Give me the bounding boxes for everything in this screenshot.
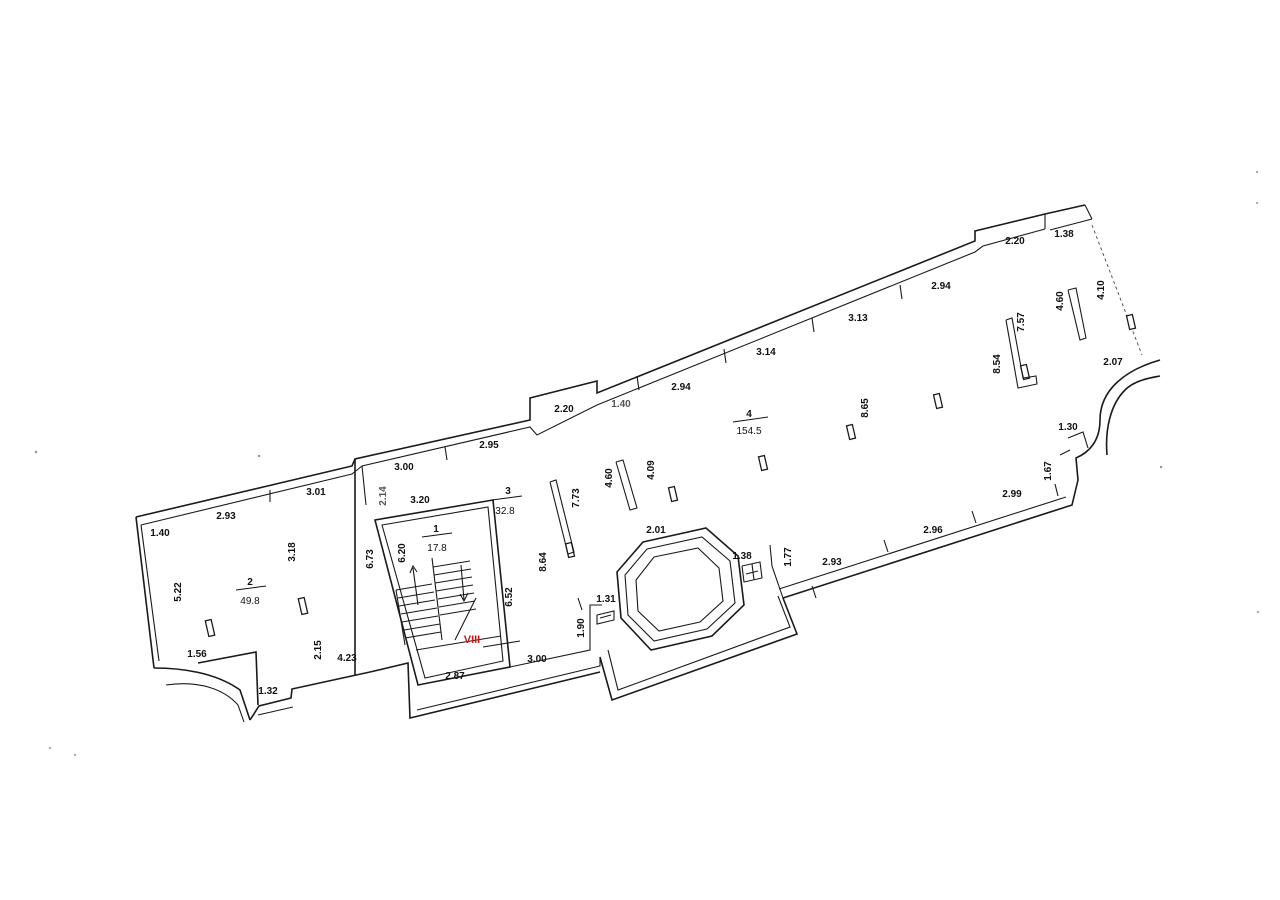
dimension-label: 4.09	[646, 460, 657, 480]
dimension-label: 4.60	[1055, 291, 1066, 311]
dimension-label: 4.10	[1096, 280, 1107, 300]
pillar	[204, 618, 216, 638]
dimension-label: 3.18	[287, 542, 298, 562]
dimension-label: 1.40	[150, 528, 170, 539]
room-area: 17.8	[427, 543, 447, 554]
dimension-label: 1.67	[1043, 461, 1054, 481]
dimension-label: 1.56	[187, 649, 207, 660]
dimensions-room3: 3.00 2.14 2.95 6.52 8.64 7.73 3.00 1.90 …	[378, 440, 616, 665]
dimension-label: 2.14	[378, 486, 389, 506]
dimension-label: 6.73	[365, 549, 376, 569]
dimension-label: 1.30	[1058, 422, 1078, 433]
scan-specks	[34, 171, 1259, 756]
octagon-column	[616, 527, 745, 651]
dimension-label: 8.64	[538, 552, 549, 572]
pillar	[297, 596, 309, 616]
dimensions-room4-inner: 4.60 4.09 8.65 8.54 7.57 4.60 4.10	[604, 280, 1107, 488]
room-label-1: 1 17.8	[421, 524, 453, 554]
dimension-label: 2.07	[1103, 357, 1123, 368]
dimension-label: 2.96	[923, 525, 943, 536]
pillar	[667, 485, 679, 503]
room-area: 49.8	[240, 596, 260, 607]
pillars	[204, 287, 1137, 638]
dimension-label: 1.31	[596, 594, 616, 605]
dimension-label: 3.01	[306, 487, 326, 498]
dimensions-room4-bottom: 2.01 1.38 1.77 2.93 2.96 2.99 1.67 1.30 …	[646, 357, 1123, 568]
dimension-label: 2.93	[216, 511, 236, 522]
room-number: 3	[505, 486, 511, 497]
dimension-label: 8.65	[860, 398, 871, 418]
room-number: 1	[433, 524, 439, 535]
dimension-label: 2.15	[313, 640, 324, 660]
dimension-label: 2.99	[1002, 489, 1022, 500]
dimension-label: 2.20	[1005, 236, 1025, 247]
dimension-label: 5.22	[173, 582, 184, 602]
dimension-label: 2.94	[931, 281, 951, 292]
pillar	[932, 392, 944, 410]
dimension-label: 8.54	[992, 354, 1003, 374]
dimension-label: 2.01	[646, 525, 666, 536]
pillar	[1125, 313, 1137, 331]
dimensions-room2: 1.40 2.93 3.01 5.22 3.18 1.56 2.15 4.23 …	[150, 487, 376, 697]
dimension-label: 4.23	[337, 653, 357, 664]
dimension-label: 4.60	[604, 468, 615, 488]
pillar	[757, 454, 769, 472]
room-label-3: 3 32.8	[491, 486, 523, 517]
dimension-label: 6.20	[397, 543, 408, 563]
dimension-label: 1.38	[1054, 229, 1074, 240]
dimension-label: 7.57	[1016, 312, 1027, 332]
dimension-label: 2.94	[671, 382, 691, 393]
dimension-label: 3.00	[527, 654, 547, 665]
room-area: 32.8	[495, 506, 515, 517]
dimension-label: 2.93	[822, 557, 842, 568]
room-label-4: 4 154.5	[732, 409, 769, 437]
dimensions-room4-top: 2.20 1.40 2.94 3.14 3.13 2.94 2.20 1.38	[554, 229, 1074, 415]
room-number: 2	[247, 577, 253, 588]
dimension-label: 1.77	[783, 547, 794, 567]
dimension-label: 1.38	[732, 551, 752, 562]
partitions	[354, 459, 784, 686]
dimension-label: 2.20	[554, 404, 574, 415]
dimension-label: 3.00	[394, 462, 414, 473]
dimension-label: 6.52	[504, 587, 515, 607]
dimension-label: 3.20	[410, 495, 430, 506]
dimension-label: 3.13	[848, 313, 868, 324]
pillar	[845, 423, 857, 441]
dimension-label: 1.90	[576, 618, 587, 638]
stair-treads	[395, 557, 502, 651]
dimension-label: 3.14	[756, 347, 776, 358]
dimension-label: 1.32	[258, 686, 278, 697]
dimension-label: 7.73	[571, 488, 582, 508]
room-label-2: 2 49.8	[235, 577, 267, 607]
dimensions-room1: 3.20 6.20 2.87	[397, 495, 465, 682]
dimension-label: 2.95	[479, 440, 499, 451]
room-number: 4	[746, 409, 752, 420]
room-area: 154.5	[736, 426, 761, 437]
dimension-label: 2.87	[445, 671, 465, 682]
wall-niches	[269, 284, 1059, 611]
dimension-label: 1.40	[611, 399, 631, 410]
stair-label: VIII	[464, 634, 481, 646]
